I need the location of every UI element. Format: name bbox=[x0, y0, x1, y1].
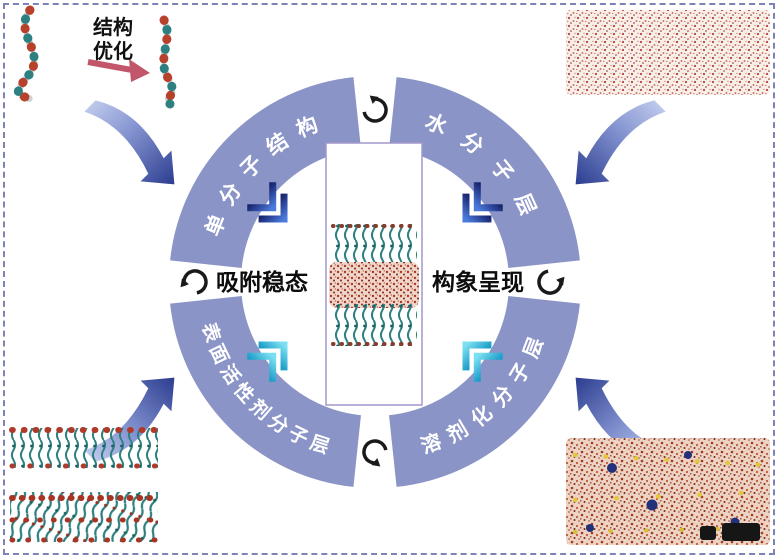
cycle-arrow-top-icon bbox=[362, 93, 388, 123]
cycle-arrow-right-icon bbox=[537, 269, 567, 295]
solvent-yellow-ions bbox=[572, 452, 768, 468]
solvent-dark-ion-1 bbox=[607, 463, 617, 473]
center-conformation-box bbox=[325, 142, 423, 406]
ring-segment-bottom-left bbox=[170, 295, 362, 487]
water-md-snapshot bbox=[566, 10, 770, 95]
cycle-arrow-bottom-icon bbox=[362, 439, 388, 469]
center-label-conformation-presentation: 构象呈现 bbox=[432, 269, 524, 295]
structure-optimization-arrow-icon bbox=[87, 59, 150, 82]
ring-segment-top-left bbox=[170, 77, 362, 269]
structure-optimization-group: 结构 优化 bbox=[13, 5, 177, 109]
center-lower-surfactant-chains bbox=[331, 304, 417, 346]
structure-optimization-label-line1: 结构 bbox=[93, 15, 133, 39]
ring-segment-bottom-right bbox=[388, 295, 580, 487]
corner-arrow-top-right-icon bbox=[575, 100, 666, 185]
cycle-arrow-left-icon bbox=[178, 269, 208, 295]
surfactant-monolayer-upright bbox=[9, 427, 159, 469]
center-upper-surfactant-chains bbox=[331, 224, 417, 266]
solvent-dark-ion-3 bbox=[646, 499, 658, 511]
surfactant-monolayer-tilted bbox=[9, 492, 161, 543]
solvent-md-snapshot bbox=[566, 438, 770, 545]
center-adsorbed-band bbox=[329, 262, 419, 308]
solvent-dark-ion-5 bbox=[586, 524, 594, 532]
molecule-chain-initial bbox=[13, 5, 39, 105]
solvent-dark-ion-2 bbox=[684, 451, 692, 459]
molecule-chain-optimized bbox=[159, 15, 177, 109]
ring-segment-top-right bbox=[388, 77, 580, 269]
corner-arrow-top-left-icon bbox=[84, 100, 175, 185]
cycle-ring bbox=[170, 77, 580, 487]
corner-watermark bbox=[700, 523, 760, 541]
structure-optimization-label-line2: 优化 bbox=[93, 39, 133, 63]
center-label-adsorption-steady-state: 吸附稳态 bbox=[216, 269, 308, 295]
